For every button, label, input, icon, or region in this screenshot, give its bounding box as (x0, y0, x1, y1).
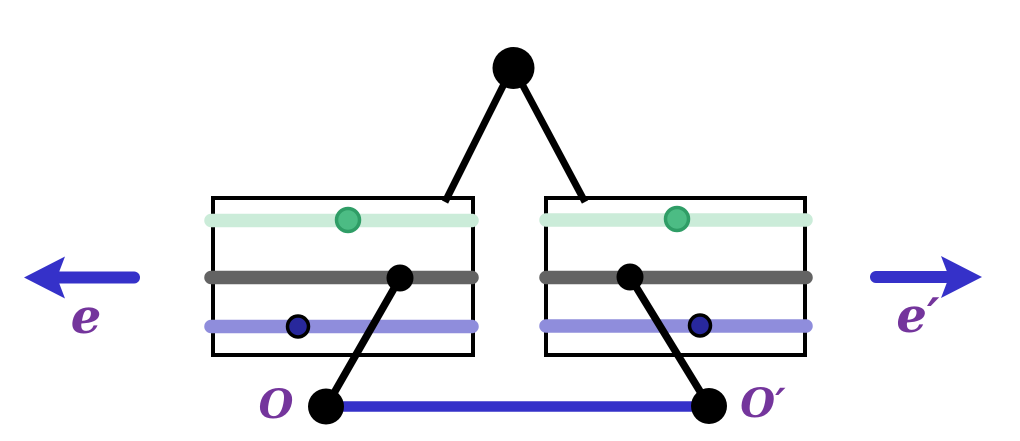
left-arrow (24, 256, 140, 299)
edge-rightbox-to-O-prime (626, 275, 713, 408)
label-O-prime: O′ (740, 380, 786, 427)
right-box-green-dot (663, 205, 691, 233)
label-e-prime: e′ (896, 288, 940, 344)
edge-apex-to-left-box (441, 80, 509, 204)
left-box-navy-dot (285, 314, 311, 339)
edge-apex-to-right-box (517, 80, 589, 204)
label-e: e (71, 289, 102, 345)
apex-node (492, 47, 535, 89)
right-box-black-node (616, 263, 644, 291)
left-box-green-dot (334, 206, 362, 234)
O-prime-node (691, 388, 727, 424)
right-arrow (870, 256, 982, 298)
right-box-navy-dot (687, 313, 713, 338)
left-box-black-node (386, 264, 414, 292)
label-O: O (259, 381, 294, 428)
O-node (308, 388, 344, 425)
left-arrowhead-icon (24, 256, 65, 299)
edge-leftbox-to-O (322, 276, 404, 409)
right-arrowhead-icon (941, 256, 982, 298)
